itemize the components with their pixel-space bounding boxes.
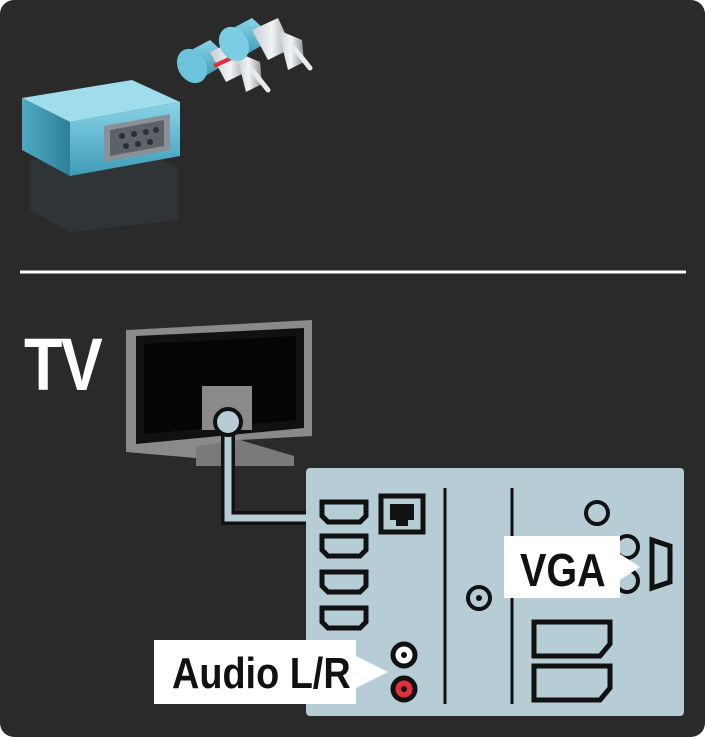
vga-label: VGA: [520, 547, 606, 593]
tv-back-icon: [126, 320, 312, 466]
tv-label: TV: [24, 328, 101, 402]
audio-label: Audio L/R: [172, 652, 351, 696]
vga-to-rca-adapter-icon: [22, 18, 310, 232]
